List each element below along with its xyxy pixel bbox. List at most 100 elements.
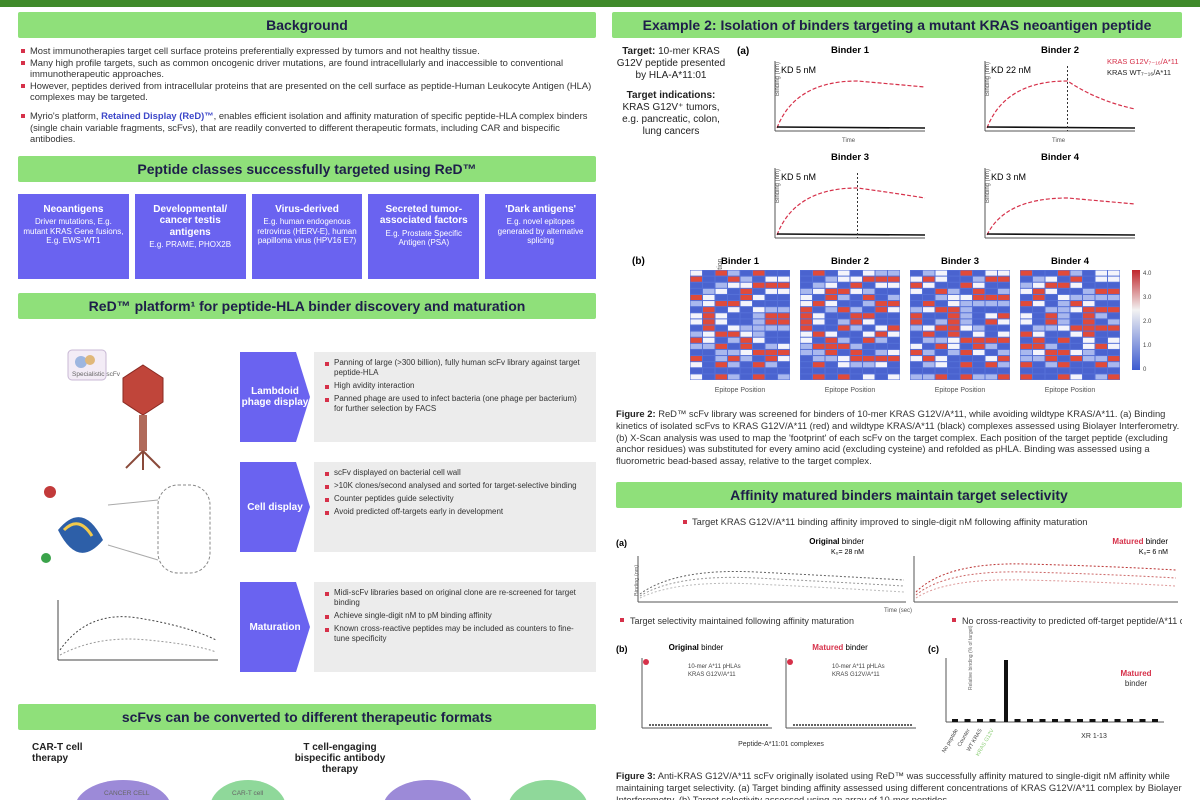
offtarget-point <box>718 724 720 726</box>
heatmap-cell <box>753 294 765 301</box>
heatmap-cell <box>728 331 740 337</box>
heatmap-cell <box>935 331 947 337</box>
target-point <box>643 659 649 665</box>
heatmap-cell <box>740 356 752 362</box>
heatmap-cell <box>800 301 812 307</box>
background-bullet: However, peptides derived from intracell… <box>18 80 596 103</box>
heatmap-cell <box>910 349 922 356</box>
heatmap-cell <box>778 313 790 319</box>
heatmap-cell <box>1095 325 1107 331</box>
heatmap-cell <box>813 282 825 288</box>
heatmap-cell <box>935 307 947 313</box>
heatmap-cell <box>753 331 765 337</box>
heatmap-cell <box>888 374 900 380</box>
heatmap-cell <box>1033 294 1045 301</box>
heatmap-cell <box>1083 356 1095 362</box>
heatmap-cell <box>740 319 752 325</box>
heatmap-cell <box>838 337 850 343</box>
offtarget-point <box>724 724 726 726</box>
heatmap-cell <box>875 362 887 368</box>
step-bullets: scFv displayed on bacterial cell wall>10… <box>314 462 596 552</box>
maturation-curve-illustration <box>57 600 218 661</box>
heatmap-cell <box>813 294 825 301</box>
offtarget-bar <box>977 719 983 722</box>
kd-label: KD 22 nM <box>991 65 1031 75</box>
affinity-heading: Affinity matured binders maintain target… <box>616 482 1182 508</box>
heatmap-cell <box>1070 368 1082 374</box>
offtarget-point <box>703 724 705 726</box>
heatmap-cell <box>960 288 972 294</box>
heatmap-cell <box>765 282 777 288</box>
heatmap-cell <box>765 270 777 276</box>
heatmap-cell <box>863 313 875 319</box>
offtarget-point <box>754 724 756 726</box>
heatmap-cell <box>998 319 1010 325</box>
affinity-curve <box>915 563 1177 593</box>
heatmap-cell <box>948 374 960 380</box>
heatmap-cell <box>948 319 960 325</box>
heatmap-cell <box>1108 301 1120 307</box>
heatmap-cell <box>998 270 1010 276</box>
heatmap-cell <box>753 288 765 294</box>
heatmap-cell <box>838 374 850 380</box>
heatmap-cell <box>825 276 837 282</box>
heatmap-cell <box>1070 362 1082 368</box>
heatmap-cell <box>998 294 1010 301</box>
heatmap-cell <box>1108 270 1120 276</box>
heatmap-cell <box>838 288 850 294</box>
heatmap-cell <box>1108 362 1120 368</box>
heatmap-cell <box>973 301 985 307</box>
offtarget-point <box>835 724 837 726</box>
heatmap-cell <box>1033 374 1045 380</box>
heatmap-cell <box>888 288 900 294</box>
offtarget-point <box>805 724 807 726</box>
offtarget-point <box>751 724 753 726</box>
heatmap-cell <box>800 362 812 368</box>
heatmap-cell <box>888 343 900 349</box>
target-bar <box>1004 660 1008 722</box>
heatmap-cell <box>690 276 702 282</box>
heatmap-cell <box>1070 356 1082 362</box>
x-axis-label: Time <box>842 138 856 144</box>
offtarget-point <box>793 724 795 726</box>
offtarget-point <box>859 724 861 726</box>
panel-c-label: (c) <box>928 644 939 654</box>
heatmap-cell <box>960 319 972 325</box>
heatmap-cell <box>910 282 922 288</box>
heatmap-cell <box>935 325 947 331</box>
heatmap-cell <box>813 307 825 313</box>
heatmap-cell <box>715 288 727 294</box>
right-column: Example 2: Isolation of binders targetin… <box>612 12 1182 38</box>
heatmap-cell <box>778 294 790 301</box>
heatmap-cell <box>715 276 727 282</box>
heatmap-cell <box>1020 368 1032 374</box>
offtarget-bar <box>952 719 958 722</box>
heatmap-cell <box>998 356 1010 362</box>
heatmap-cell <box>875 337 887 343</box>
heatmap-cell <box>1095 301 1107 307</box>
original-kd: K₀= 28 nM <box>831 549 864 556</box>
heatmap-cell <box>960 331 972 337</box>
heatmap-cell <box>825 349 837 356</box>
heatmap-cell <box>875 374 887 380</box>
heatmap-cell <box>863 331 875 337</box>
heatmap-cell <box>923 325 935 331</box>
binder-title: Binder 3 <box>831 152 869 163</box>
heatmap-cell <box>888 362 900 368</box>
heatmap-cell <box>960 294 972 301</box>
heatmap-cell <box>825 294 837 301</box>
heatmap-cell <box>923 368 935 374</box>
heatmap-cell <box>998 349 1010 356</box>
heatmap-cell <box>1045 362 1057 368</box>
offtarget-bar <box>1077 719 1083 722</box>
color-scale-tick: 0 <box>1143 367 1147 373</box>
heatmap-cell <box>875 288 887 294</box>
heatmap-cell <box>960 270 972 276</box>
heatmap-cell <box>998 313 1010 319</box>
heatmap-cell <box>800 349 812 356</box>
heatmap-cell <box>838 313 850 319</box>
heatmap-cell <box>935 368 947 374</box>
offtarget-point <box>886 724 888 726</box>
